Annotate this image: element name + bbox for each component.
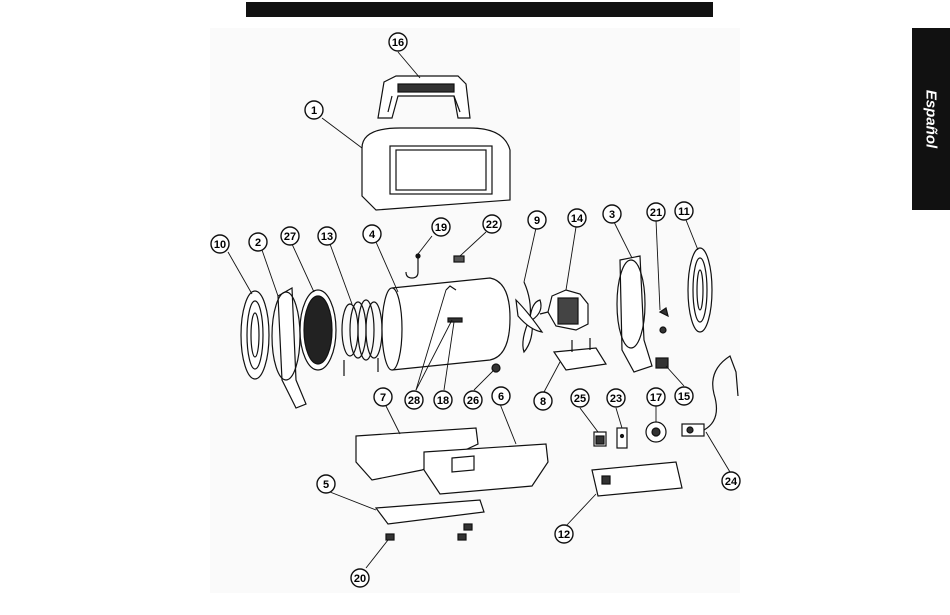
callout-9: 9 [528,211,546,229]
callout-number: 9 [534,215,540,227]
callout-number: 14 [571,213,584,225]
callout-number: 4 [369,229,376,241]
callout-number: 25 [574,393,586,405]
part-front-panel [617,256,652,372]
callout-23: 23 [607,389,625,407]
callout-number: 5 [323,479,329,491]
part-switch [594,432,606,446]
callout-27: 27 [281,227,299,245]
part-small-fittings [660,308,668,333]
callout-number: 7 [380,392,386,404]
callout-2: 2 [249,233,267,251]
callout-1: 1 [305,101,323,119]
callout-3: 3 [603,205,621,223]
part-lower-shell-right [424,444,548,494]
callout-26: 26 [464,391,482,409]
callout-6: 6 [492,387,510,405]
callout-14: 14 [568,209,586,227]
callout-13: 13 [318,227,336,245]
callout-16: 16 [389,33,407,51]
callout-number: 24 [725,476,738,488]
part-control-panel [592,462,682,496]
callout-number: 20 [354,573,366,585]
callout-12: 12 [555,525,573,543]
callout-number: 22 [486,219,498,231]
callout-number: 26 [467,395,479,407]
callout-number: 11 [678,206,690,218]
callout-25: 25 [571,389,589,407]
callout-number: 17 [650,392,662,404]
callout-15: 15 [675,387,693,405]
callout-number: 28 [408,395,420,407]
callout-number: 16 [392,37,404,49]
part-motor [540,290,588,330]
callout-5: 5 [317,475,335,493]
part-filter-disk [300,290,336,370]
callout-number: 27 [284,231,296,243]
part-motor-bracket [554,338,606,370]
callout-18: 18 [434,391,452,409]
callout-24: 24 [722,472,740,490]
callout-10: 10 [211,235,229,253]
callout-number: 13 [321,231,333,243]
part-feet [386,524,472,540]
part-rear-guard [241,291,269,379]
callout-number: 12 [558,529,570,541]
callout-number: 6 [498,391,504,403]
callout-number: 1 [311,105,317,117]
callout-number: 10 [214,239,226,251]
callout-number: 8 [540,396,546,408]
callout-number: 19 [435,222,447,234]
part-front-guard [688,248,712,332]
part-fan-blade [516,282,542,352]
part-rear-panel [272,288,306,408]
callout-28: 28 [405,391,423,409]
callout-number: 23 [610,393,622,405]
part-combustion-chamber [382,278,510,370]
part-heating-coil [342,300,382,376]
callout-number: 21 [650,207,662,219]
callout-4: 4 [363,225,381,243]
callout-17: 17 [647,388,665,406]
callout-number: 18 [437,395,449,407]
part-base-plate [376,500,484,524]
part-grommet [454,256,464,262]
callout-19: 19 [432,218,450,236]
callout-20: 20 [351,569,369,587]
callout-7: 7 [374,388,392,406]
part-hook [406,254,420,278]
part-top-housing [362,128,510,210]
callout-8: 8 [534,392,552,410]
part-switch-plate [617,428,627,448]
callout-number: 2 [255,237,261,249]
callout-number: 15 [678,391,690,403]
callout-number: 3 [609,209,615,221]
callout-22: 22 [483,215,501,233]
callout-21: 21 [647,203,665,221]
part-thermostat-knob [646,422,666,442]
part-handle [378,76,470,118]
callout-11: 11 [675,202,693,220]
